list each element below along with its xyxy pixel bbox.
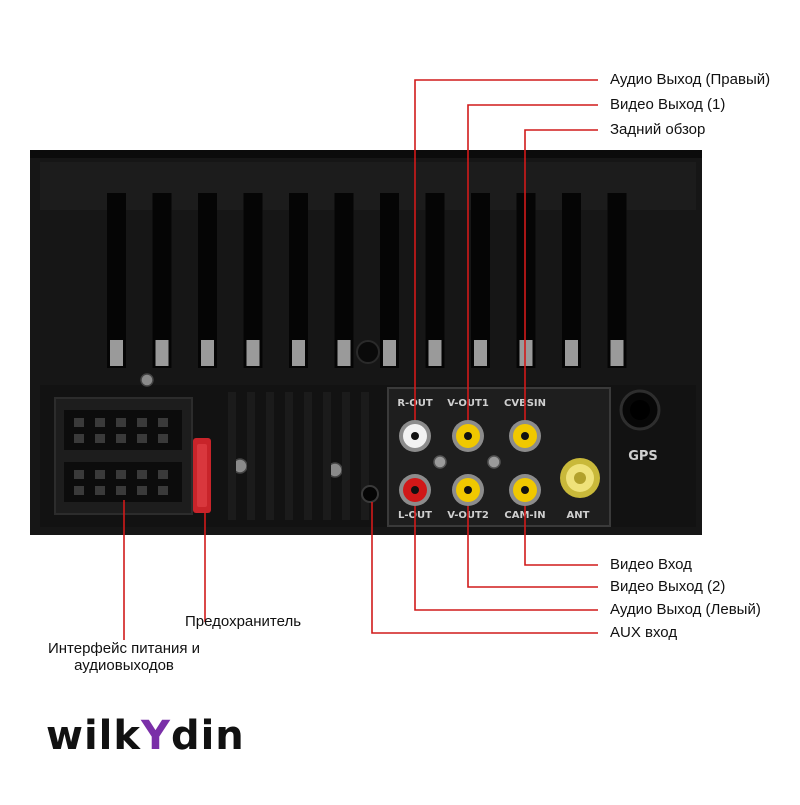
fuse-highlight (197, 444, 207, 507)
connector-pin (116, 434, 126, 443)
callout-audio-out-left: Аудио Выход (Левый) (610, 601, 761, 618)
callout-fuse: Предохранитель (185, 613, 302, 630)
leader-audio-out-right (414, 79, 598, 420)
callout-rear-view: Задний обзор (610, 121, 706, 138)
connector-pin (158, 418, 168, 427)
callout-power-interface: Интерфейс питания и аудиовыходов (47, 640, 201, 674)
rca-jack-lout (399, 474, 431, 506)
heatsink-fin (243, 193, 263, 368)
vent-rib (247, 392, 255, 520)
heatsink-fin (380, 193, 399, 368)
vent-ribs (228, 392, 369, 520)
connector-pin (158, 434, 168, 443)
port-label-ant: ANT (567, 510, 590, 521)
device-top-edge (30, 150, 702, 158)
callout-audio-out-right: Аудио Выход (Правый) (610, 71, 771, 88)
heatsink-fin (198, 193, 217, 368)
vent-rib (342, 392, 350, 520)
leader-aux-in (371, 502, 598, 634)
heatsink-fins (107, 193, 627, 368)
leader-video-in (524, 506, 598, 566)
rca-jack-rout (399, 420, 431, 452)
heatsink-fin (562, 193, 581, 368)
connector-pin (95, 470, 105, 479)
vent-rib (304, 392, 312, 520)
connector-pin (95, 486, 105, 495)
rca-block (387, 387, 611, 527)
connector-pin (74, 434, 84, 443)
connector-pin (116, 486, 126, 495)
brand-text-end: din (170, 713, 245, 759)
connector-pin (95, 434, 105, 443)
connector-pin (116, 470, 126, 479)
iso-connector-row-bottom (64, 462, 182, 502)
brand-logo: wilkYdin (46, 712, 245, 760)
callout-video-out-2: Видео Выход (2) (610, 578, 726, 595)
heatsink-fin (471, 193, 490, 368)
port-label-gps: GPS (628, 449, 658, 464)
callout-video-in: Видео Вход (610, 556, 692, 573)
rca-jack-cvbsin (509, 420, 541, 452)
connector-pin (137, 486, 147, 495)
connector-pin (137, 418, 147, 427)
heatsink-fin (152, 193, 172, 368)
connector-pin (158, 470, 168, 479)
rca-block-screw-left (433, 455, 447, 469)
leader-audio-out-left (414, 506, 598, 611)
mounting-hole (356, 340, 380, 364)
iso-connector-row-top (64, 410, 182, 450)
leader-video-out-1 (467, 104, 598, 420)
vent-rib (323, 392, 331, 520)
gps-jack (619, 389, 661, 431)
heatsink-fin (334, 193, 354, 368)
connector-pin (137, 470, 147, 479)
vent-rib (285, 392, 293, 520)
vent-rib (361, 392, 369, 520)
vent-rib (266, 392, 274, 520)
brand-text-accent: Y (140, 713, 171, 759)
antenna-jack (560, 458, 600, 498)
connector-pin (74, 486, 84, 495)
heatsink-fin (607, 193, 627, 368)
connector-pin (137, 434, 147, 443)
rca-jack-camin (509, 474, 541, 506)
brand-text-start: wilk (46, 713, 141, 759)
heatsink-top-band (40, 162, 696, 210)
heatsink-fin (425, 193, 445, 368)
rca-block-screw-right (487, 455, 501, 469)
connector-pin (116, 418, 126, 427)
connector-pin (74, 470, 84, 479)
callout-aux-in: AUX вход (610, 624, 678, 641)
aux-jack (361, 485, 379, 503)
iso-connector-pins (74, 418, 168, 495)
callout-video-out-1: Видео Выход (1) (610, 96, 726, 113)
connector-pin (95, 418, 105, 427)
screw-top (140, 373, 154, 387)
rca-jack-vout1 (452, 420, 484, 452)
callout-leaders (123, 79, 598, 640)
connector-pin (74, 418, 84, 427)
heatsink-fin (289, 193, 308, 368)
heatsink-fin (516, 193, 536, 368)
vent-rib (228, 392, 236, 520)
leader-video-out-2 (467, 506, 598, 588)
connector-pin (158, 486, 168, 495)
heatsink-fin (107, 193, 126, 368)
leader-rear-view (524, 129, 598, 420)
rca-jack-vout2 (452, 474, 484, 506)
